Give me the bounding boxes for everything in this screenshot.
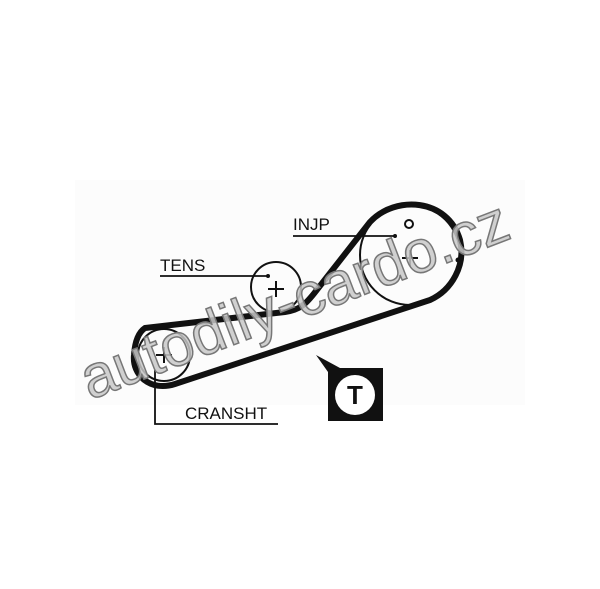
- tensioner-symbol-icon: T: [316, 355, 383, 421]
- center-marks: [156, 250, 418, 363]
- crankshaft-pulley: [137, 328, 191, 382]
- leader-lines: [154, 235, 395, 425]
- label-crankshaft: CRANSHT: [185, 404, 267, 423]
- tensioner-symbol-letter: T: [347, 380, 363, 410]
- timing-belt: [130, 201, 465, 389]
- label-tensioner: TENS: [160, 256, 205, 275]
- timing-mark: [404, 219, 414, 229]
- label-injection-pump: INJP: [293, 215, 330, 234]
